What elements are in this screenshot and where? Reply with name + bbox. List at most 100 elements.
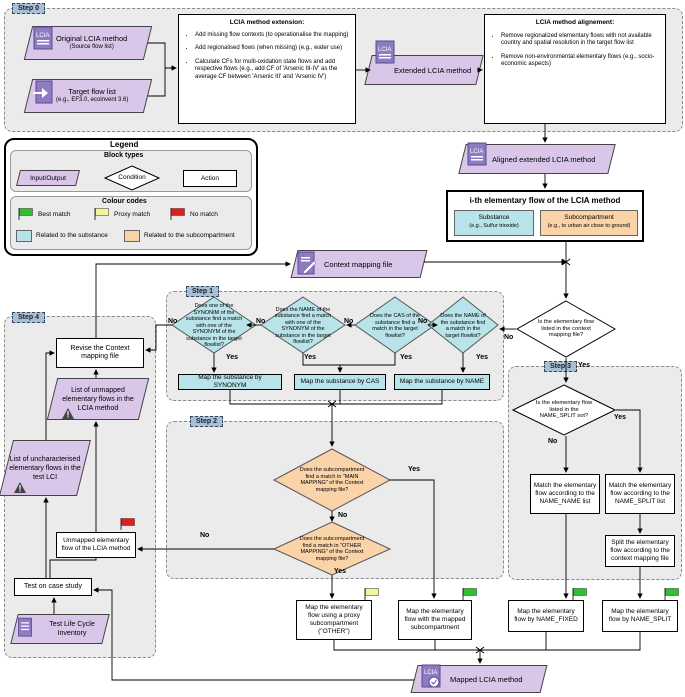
- legend-substance-label: Related to the substance: [36, 232, 108, 239]
- aligned-extended-lcia-method: Aligned extended LCIA method: [458, 144, 616, 174]
- step2-decisions: [272, 448, 392, 576]
- legend-proxy-label: Proxy match: [114, 211, 151, 218]
- no-label: No: [256, 318, 266, 325]
- extended-label: Extended LCIA method: [394, 65, 472, 75]
- legend-block-types-title: Block types: [104, 152, 144, 159]
- step3-tag: Step 3: [544, 361, 578, 372]
- map-mapped-label: Map the elementary flow with the mapped …: [404, 608, 466, 631]
- yes-label: Yes: [578, 362, 591, 369]
- context-file-label: Context mapping file: [324, 259, 393, 269]
- map-by-synonym: Map the substance by SYNONYM: [178, 374, 282, 390]
- yellow-flag-icon: [364, 588, 379, 600]
- map-by-name: Map the substance by NAME: [394, 374, 490, 390]
- red-flag-icon: [120, 518, 135, 530]
- no-label: No: [504, 334, 514, 341]
- green-flag-icon: [664, 588, 679, 600]
- map-name-split-label: Map the elementary flow by NAME_SPLIT: [608, 608, 672, 623]
- test-case-study: Test on case study: [14, 578, 92, 596]
- alignment-item: Remove regionalized elementary flows wit…: [501, 33, 659, 48]
- svg-text:LCIA: LCIA: [378, 47, 391, 53]
- map-name-fixed: Map the elementary flow by NAME_FIXED: [508, 600, 584, 632]
- target-flow-list: Target flow list (e.g., EF3.0, ecoinvent…: [23, 79, 153, 113]
- uncharacterised-flows-list: List of uncharacterised elementary flows…: [0, 440, 91, 496]
- mapped-lcia-method: Mapped LCIA method: [410, 665, 548, 693]
- original-sub: (Source flow list): [69, 44, 114, 50]
- q-cas-text: Does the CAS of the substance find a mat…: [369, 313, 421, 339]
- revise-context-file: Revise the Context mapping file: [56, 338, 144, 368]
- green-flag-icon: [18, 208, 33, 220]
- match-name-split-label: Match the elementary flow according to t…: [608, 482, 672, 505]
- extension-title: LCIA method extension:: [229, 19, 305, 26]
- red-flag-icon: [170, 208, 185, 220]
- unmapped-label: Unmapped elementary flow of the LCIA met…: [61, 537, 131, 552]
- q-split-text: Is the elementary flow listed in the NAM…: [535, 400, 593, 420]
- split-context: Split the elementary flow according to t…: [605, 535, 675, 567]
- match-name-split: Match the elementary flow according to t…: [605, 474, 675, 514]
- ith-flow-title: i-th elementary flow of the LCIA method: [469, 196, 621, 205]
- test-lci-label: Test Life Cycle Inventory: [49, 621, 95, 637]
- lcia-check-icon: LCIA: [421, 664, 441, 688]
- map-name-split: Map the elementary flow by NAME_SPLIT: [602, 600, 678, 632]
- legend-title: Legend: [110, 140, 139, 149]
- alignment-item: Remove non-environmental elementary flow…: [501, 54, 659, 69]
- warning-icon: [62, 408, 74, 419]
- q-other-text: Does the subcompartment find a match in …: [299, 536, 365, 562]
- ith-substance-example: (e.g., Sulfur trioxide): [469, 223, 519, 229]
- legend-subcompartment-swatch: [124, 230, 140, 242]
- svg-text:LCIA: LCIA: [36, 33, 49, 39]
- extended-lcia-method: Extended LCIA method: [364, 55, 484, 85]
- lcia-document-icon: LCIA: [33, 26, 53, 50]
- extension-item: Add regionalised flows (when missing) (e…: [195, 45, 349, 53]
- step3-decision: [512, 384, 616, 436]
- legend-condition-label: Condition: [118, 174, 146, 181]
- aligned-label: Aligned extended LCIA method: [492, 154, 596, 164]
- context-question-text: Is the elementary flow listed in the con…: [537, 319, 595, 339]
- original-lcia-method: Original LCIA method (Source flow list): [23, 26, 153, 60]
- original-title: Original LCIA method: [56, 34, 128, 43]
- map-by-synonym-label: Map the substance by SYNONYM: [198, 374, 262, 389]
- svg-text:LCIA: LCIA: [424, 670, 437, 676]
- ith-subcomp-label: Subcompartment: [564, 214, 614, 221]
- target-title: Target flow list: [68, 87, 116, 96]
- warning-icon: [14, 482, 26, 493]
- extension-item: Calculate CFs for multi-oxidation state …: [195, 59, 349, 82]
- unmapped-list-label: List of unmapped elementary flows in the…: [62, 386, 134, 412]
- no-label: No: [338, 512, 348, 519]
- no-label: No: [200, 532, 210, 539]
- step1-decisions: [171, 296, 499, 354]
- map-proxy-label: Map the elementary flow using a proxy su…: [305, 604, 363, 635]
- legend-best-label: Best match: [38, 211, 71, 218]
- map-proxy-subcompartment: Map the elementary flow using a proxy su…: [296, 600, 372, 640]
- q-synonym-text: Does one of the SYNONIM of the substance…: [185, 303, 243, 349]
- step1-tag: Step 1: [186, 286, 220, 297]
- extension-list: Add missing flow contexts (to operationa…: [185, 32, 349, 82]
- lcia-extension-box: LCIA method extension: Add missing flow …: [178, 14, 356, 124]
- step0-tag: Step 0: [12, 3, 46, 14]
- unmapped-flow: Unmapped elementary flow of the LCIA met…: [56, 532, 136, 558]
- step2-tag: Step 2: [190, 416, 224, 427]
- yes-label: Yes: [226, 354, 239, 361]
- q-name-text: Does the NAME of the substance find a ma…: [440, 313, 486, 339]
- alignment-title: LCIA method alignement:: [535, 19, 615, 26]
- map-mapped-subcompartment: Map the elementary flow with the mapped …: [398, 600, 472, 640]
- yes-label: Yes: [334, 568, 347, 575]
- ith-substance-label: Substance: [478, 214, 510, 221]
- legend-io-label: Input/Output: [30, 174, 66, 182]
- svg-text:LCIA: LCIA: [470, 149, 483, 155]
- no-label: No: [548, 438, 558, 445]
- extension-item: Add missing flow contexts (to operationa…: [195, 32, 349, 40]
- unchar-label: List of uncharacterised elementary flows…: [9, 455, 81, 481]
- target-sub: (e.g., EF3.0, ecoinvent 3.6): [56, 97, 129, 103]
- lcia-document-icon: LCIA: [467, 142, 487, 166]
- match-name-name: Match the elementary flow according to t…: [530, 474, 600, 514]
- yes-label: Yes: [304, 354, 317, 361]
- map-by-name-label: Map the substance by NAME: [399, 378, 485, 385]
- ith-subcompartment-box: Subcompartment (e.g., to urban air close…: [540, 210, 638, 236]
- test-label: Test on case study: [24, 583, 82, 590]
- unmapped-flows-list: List of unmapped elementary flows in the…: [46, 378, 150, 420]
- legend-substance-swatch: [16, 230, 32, 242]
- flow-list-import-icon: [33, 80, 53, 104]
- no-label: No: [168, 318, 178, 325]
- legend-io-shape: Input/Output: [16, 170, 80, 186]
